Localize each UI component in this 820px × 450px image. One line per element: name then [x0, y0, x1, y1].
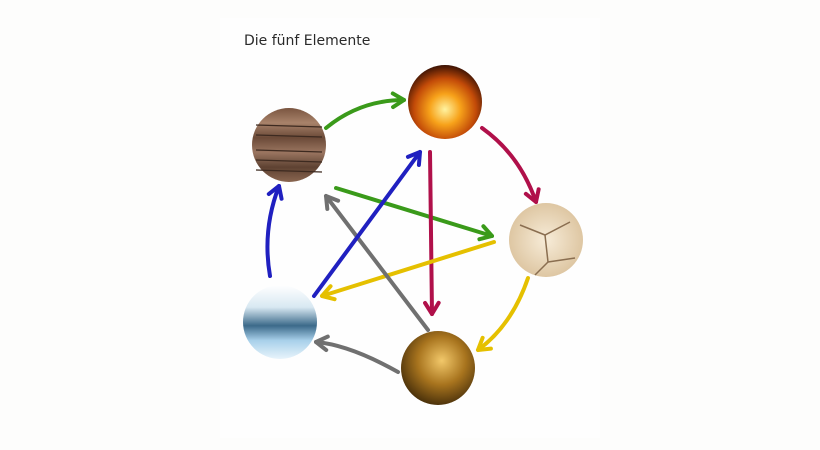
arrowhead	[477, 224, 494, 242]
water-to-wood-arrow	[265, 184, 281, 278]
wood-grain	[255, 159, 323, 163]
diagram-title: Die fünf Elemente	[244, 33, 371, 49]
arrowhead	[476, 335, 493, 352]
arrowhead	[405, 150, 422, 167]
wood-to-earth-arrow	[334, 186, 494, 238]
metal-to-wood-arrow	[324, 194, 430, 332]
wood-grain	[255, 149, 323, 153]
fire-to-metal-arrow	[428, 150, 434, 316]
fire-icon	[408, 65, 482, 139]
earth-to-water-arrow	[320, 240, 496, 298]
metal-to-water-arrow	[314, 340, 400, 374]
wood-grain	[255, 134, 323, 138]
arrowhead	[314, 334, 330, 353]
arrowhead	[320, 284, 337, 302]
water-splash-icon	[243, 285, 317, 359]
wood-grain	[255, 169, 323, 173]
arrowhead	[423, 300, 441, 316]
water-to-fire-arrow	[312, 150, 422, 298]
arrowhead	[266, 184, 284, 201]
gold-metal-icon	[401, 331, 475, 405]
earth-crack	[547, 257, 576, 263]
wood-to-fire-arrow	[324, 98, 406, 130]
arrowhead	[390, 91, 406, 110]
arrowhead	[523, 187, 541, 204]
wood-grain	[255, 124, 323, 128]
fire-to-earth-arrow	[480, 126, 538, 204]
earth-to-metal-arrow	[476, 276, 530, 352]
arrowhead	[324, 194, 341, 211]
